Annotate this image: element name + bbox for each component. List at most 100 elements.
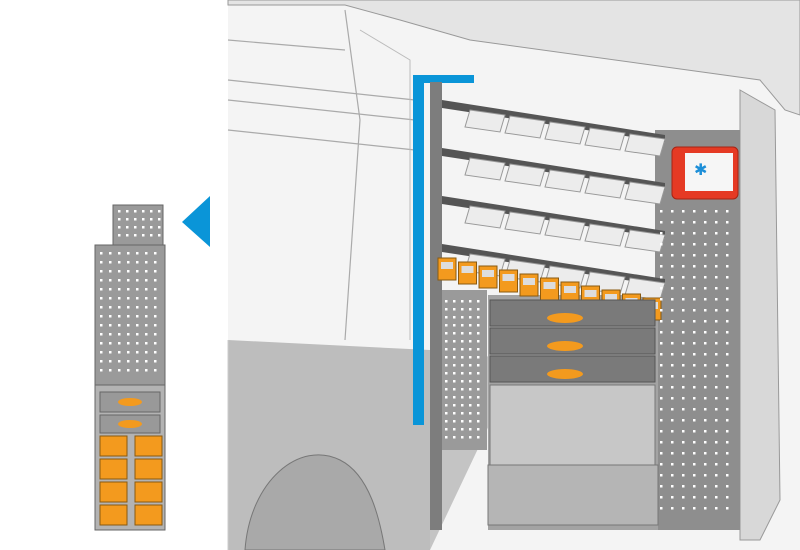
- perforation: [118, 288, 121, 291]
- perforation: [445, 316, 448, 319]
- perforation: [671, 298, 674, 301]
- perforation: [453, 364, 456, 367]
- perforation: [671, 331, 674, 334]
- perforation: [682, 254, 685, 257]
- perforation: [660, 408, 663, 411]
- perforation: [660, 265, 663, 268]
- perforation: [715, 353, 718, 356]
- perforation: [127, 342, 130, 345]
- perforation: [704, 243, 707, 246]
- perforation: [671, 254, 674, 257]
- perforation: [453, 412, 456, 415]
- perforation: [693, 298, 696, 301]
- perforation: [469, 412, 472, 415]
- perforation: [154, 351, 157, 354]
- perforation: [704, 485, 707, 488]
- perforation: [453, 316, 456, 319]
- perforation: [715, 298, 718, 301]
- perforation: [453, 396, 456, 399]
- perforation: [671, 375, 674, 378]
- perforation: [704, 408, 707, 411]
- perforation: [693, 221, 696, 224]
- perforation: [461, 308, 464, 311]
- perforation: [704, 430, 707, 433]
- perforation: [693, 320, 696, 323]
- shelf-divider: [544, 217, 586, 241]
- perforation: [100, 333, 103, 336]
- drawer-handle: [547, 313, 583, 323]
- perforation: [726, 232, 729, 235]
- perforation: [145, 324, 148, 327]
- perforation: [127, 270, 130, 273]
- perforation: [109, 360, 112, 363]
- perforation: [693, 485, 696, 488]
- perforation: [453, 332, 456, 335]
- perforation: [660, 507, 663, 510]
- perforation: [109, 261, 112, 264]
- perforation: [682, 309, 685, 312]
- storage-box: [134, 435, 163, 457]
- perforation: [726, 474, 729, 477]
- shelf-divider: [504, 163, 546, 187]
- perforation: [682, 243, 685, 246]
- perforation: [109, 324, 112, 327]
- perforation: [469, 348, 472, 351]
- perforation: [704, 474, 707, 477]
- perforation: [145, 306, 148, 309]
- perforation: [109, 351, 112, 354]
- perforation: [704, 342, 707, 345]
- perforation: [100, 306, 103, 309]
- perforation: [682, 287, 685, 290]
- box-label: [441, 262, 453, 269]
- perforation: [477, 372, 480, 375]
- perforation: [154, 333, 157, 336]
- perforation: [118, 210, 121, 213]
- perforation: [715, 408, 718, 411]
- arrow-left-icon[interactable]: [182, 196, 210, 247]
- perforation: [682, 452, 685, 455]
- perforation: [682, 331, 685, 334]
- perforation: [693, 331, 696, 334]
- storage-box: [99, 504, 128, 526]
- perforation: [118, 360, 121, 363]
- perforation: [445, 340, 448, 343]
- storage-box: [134, 504, 163, 526]
- perforation: [726, 485, 729, 488]
- drawer-handle: [118, 420, 142, 428]
- perforation: [150, 218, 153, 221]
- drawer-handle: [118, 398, 142, 406]
- perforation: [693, 375, 696, 378]
- perforation: [118, 261, 121, 264]
- perforation: [445, 324, 448, 327]
- perforation: [118, 279, 121, 282]
- perforation: [127, 288, 130, 291]
- perforation: [660, 254, 663, 257]
- perforation: [136, 333, 139, 336]
- shelf-divider: [624, 181, 666, 205]
- perforation: [693, 419, 696, 422]
- perforation: [145, 369, 148, 372]
- perforation: [682, 210, 685, 213]
- perforation: [127, 315, 130, 318]
- perforation: [118, 297, 121, 300]
- perforation: [118, 252, 121, 255]
- shelf-divider: [504, 211, 546, 235]
- perforation: [477, 396, 480, 399]
- perforation: [660, 353, 663, 356]
- perforation: [693, 276, 696, 279]
- perforation: [127, 333, 130, 336]
- perforation: [136, 351, 139, 354]
- perforation: [453, 372, 456, 375]
- perforation: [704, 386, 707, 389]
- perforation: [477, 428, 480, 431]
- perforation: [469, 420, 472, 423]
- perforation: [715, 452, 718, 455]
- perforation: [158, 234, 161, 237]
- perforation: [469, 404, 472, 407]
- perforation: [660, 210, 663, 213]
- perforation: [477, 324, 480, 327]
- shelf-divider: [464, 157, 506, 181]
- perforation: [682, 408, 685, 411]
- perforation: [453, 380, 456, 383]
- perforation: [726, 364, 729, 367]
